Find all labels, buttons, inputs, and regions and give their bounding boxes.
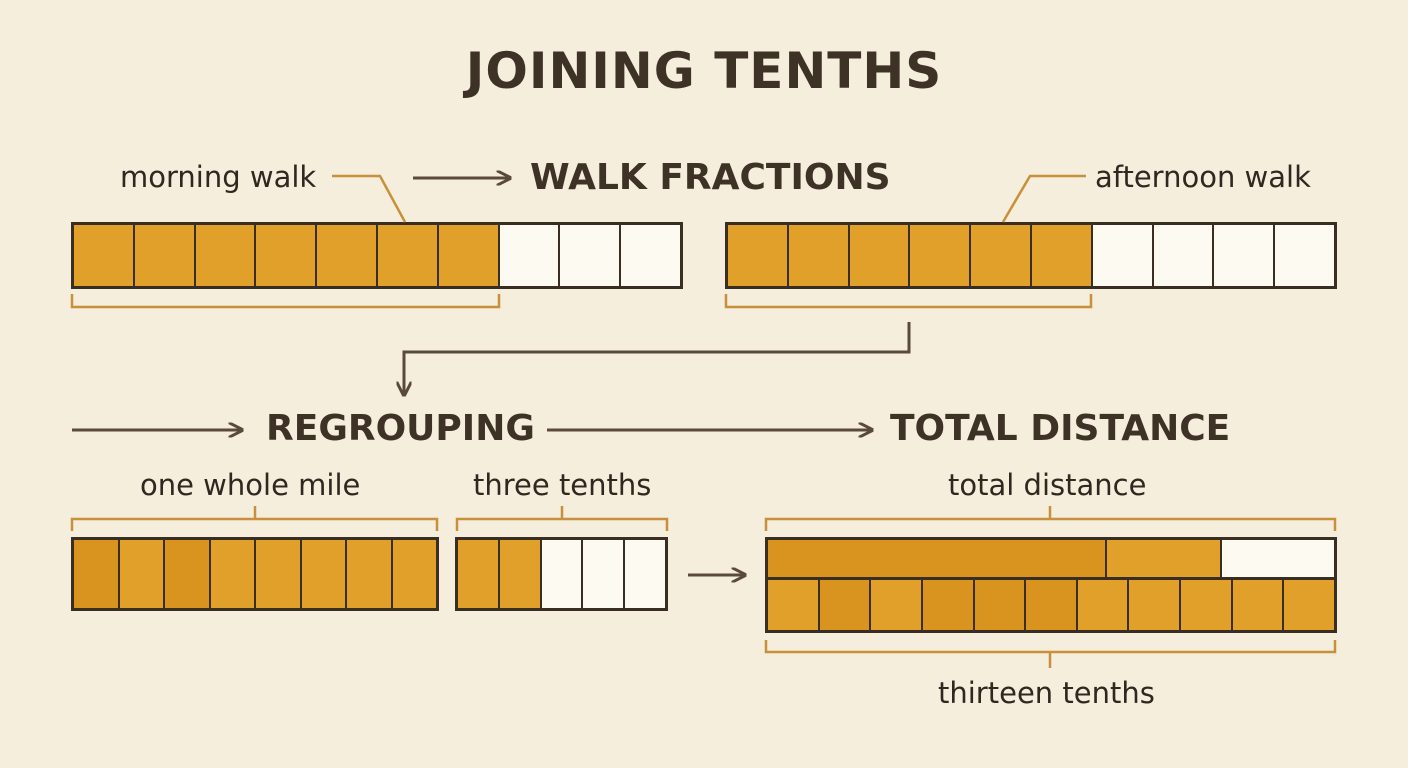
bar-cell xyxy=(728,225,787,286)
total-distance-bracket xyxy=(764,517,1337,531)
bar-cell xyxy=(786,225,848,286)
bar-cell xyxy=(619,225,680,286)
afternoon-walk-bracket xyxy=(724,294,1093,309)
bar-cell xyxy=(623,540,665,608)
one-whole-mile-label: one whole mile xyxy=(140,468,361,502)
bar-cell xyxy=(345,540,391,608)
bar-cell xyxy=(299,540,345,608)
bar-cell xyxy=(1212,225,1273,286)
afternoon-walk-leader xyxy=(1001,174,1086,223)
bar-cell xyxy=(117,540,163,608)
bar-cell xyxy=(254,225,316,286)
bar-cell xyxy=(1273,225,1334,286)
bar-cell xyxy=(847,225,909,286)
afternoon-walk-bar xyxy=(725,222,1337,289)
bar-cell xyxy=(920,580,973,630)
regrouping-heading: REGROUPING xyxy=(266,408,535,449)
bar-cell xyxy=(208,540,254,608)
bar-cell xyxy=(768,580,818,630)
bar-cell xyxy=(908,225,970,286)
bar-cell xyxy=(581,540,623,608)
bar-cell xyxy=(254,540,300,608)
bar-cell xyxy=(1024,580,1076,630)
bar-segment xyxy=(768,540,1106,577)
walk-fractions-heading: WALK FRACTIONS xyxy=(530,157,891,198)
bar-cell xyxy=(1282,580,1335,630)
bar-cell xyxy=(972,580,1025,630)
morning-walk-bracket xyxy=(70,294,501,309)
afternoon-walk-label: afternoon walk xyxy=(1095,160,1311,194)
bar-cell xyxy=(74,540,118,608)
bar-cell xyxy=(497,225,559,286)
one-whole-mile-bracket xyxy=(70,517,439,531)
one-whole-mile-bar xyxy=(71,537,439,611)
bar-cell xyxy=(458,540,498,608)
bar-cell xyxy=(1075,580,1128,630)
bar-cell xyxy=(1151,225,1213,286)
bar-cell xyxy=(132,225,194,286)
total-distance-bar-bottom xyxy=(765,577,1337,633)
three-tenths-label: three tenths xyxy=(473,468,652,502)
morning-walk-bar xyxy=(71,222,683,289)
bar-cell xyxy=(497,540,540,608)
connector-to-regrouping xyxy=(404,322,911,395)
bar-cell xyxy=(375,225,437,286)
bar-cell xyxy=(315,225,376,286)
bar-cell xyxy=(1230,580,1283,630)
bar-cell xyxy=(558,225,619,286)
bar-cell xyxy=(1029,225,1091,286)
bar-segment xyxy=(1105,540,1220,577)
page-title: JOINING TENTHS xyxy=(465,42,943,100)
bar-cell xyxy=(163,540,209,608)
bar-cell xyxy=(817,580,870,630)
bar-cell xyxy=(1179,580,1231,630)
total-distance-label: total distance xyxy=(948,468,1147,502)
three-tenths-bracket xyxy=(455,517,669,531)
three-tenths-bar xyxy=(455,537,668,611)
morning-walk-leader xyxy=(332,174,407,223)
bar-cell xyxy=(1127,580,1180,630)
bar-segment xyxy=(1219,540,1334,577)
bar-cell xyxy=(193,225,255,286)
thirteen-tenths-label: thirteen tenths xyxy=(938,676,1155,710)
bar-cell xyxy=(539,540,582,608)
thirteen-tenths-bracket xyxy=(764,640,1337,654)
total-distance-heading: TOTAL DISTANCE xyxy=(890,408,1231,449)
bar-cell xyxy=(1090,225,1152,286)
bar-cell xyxy=(969,225,1030,286)
bar-cell xyxy=(74,225,133,286)
morning-walk-label: morning walk xyxy=(120,160,317,194)
bar-cell xyxy=(436,225,498,286)
bar-cell xyxy=(869,580,921,630)
bar-cell xyxy=(390,540,436,608)
